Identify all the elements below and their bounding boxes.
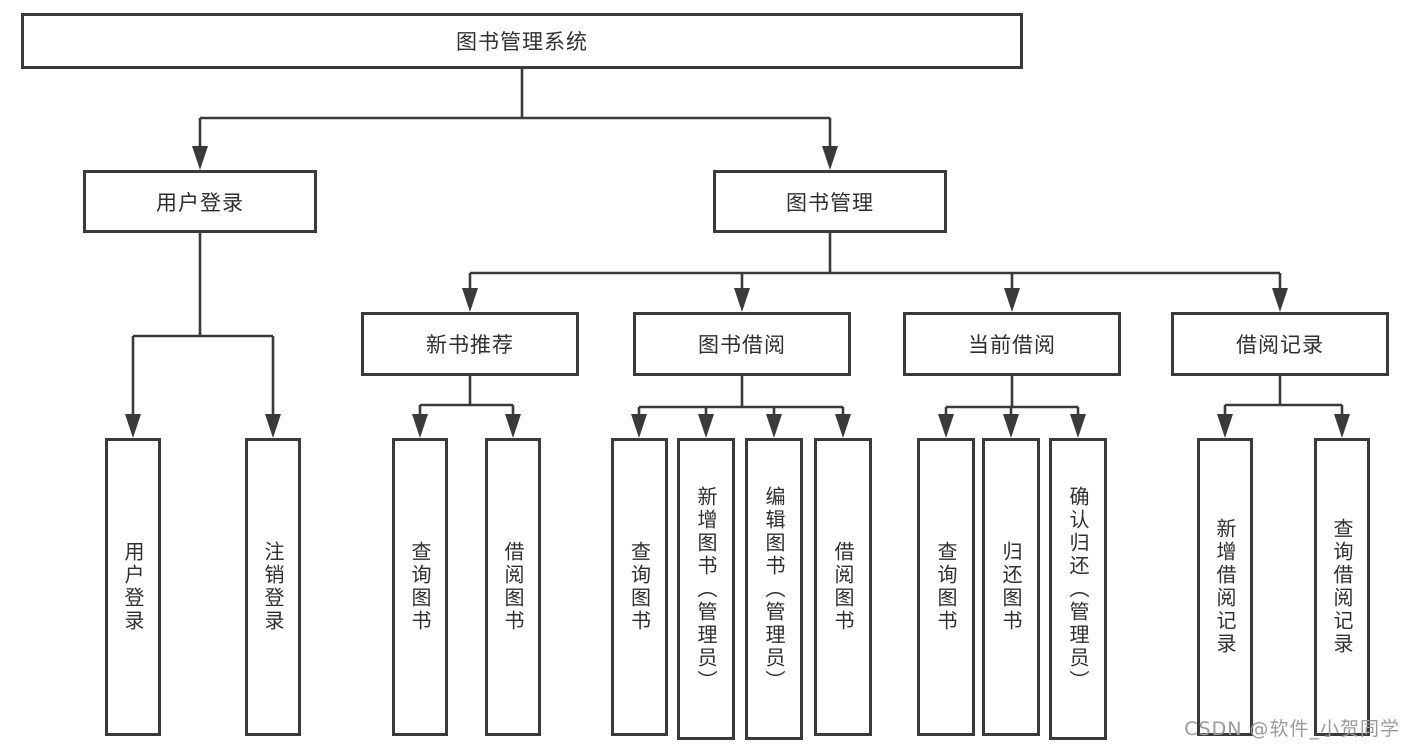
node-new-book-recommendation: 新书推荐: [361, 312, 579, 376]
node-label: 图书管理系统: [456, 30, 588, 54]
node-user-login: 用户登录: [83, 170, 317, 233]
leaf-borrow-books-recommend: 借阅图书: [485, 438, 541, 736]
leaf-return-books: 归还图书: [982, 438, 1040, 736]
node-label: 确认归还（管理员）: [1066, 485, 1090, 693]
leaf-query-books-recommend: 查询图书: [392, 438, 448, 736]
node-label: 查询图书: [408, 541, 432, 633]
leaf-logout: 注销登录: [245, 438, 301, 736]
node-borrowing-records: 借阅记录: [1171, 312, 1389, 376]
node-label: 用户登录: [156, 190, 244, 215]
node-book-management: 图书管理: [713, 170, 947, 233]
leaf-edit-books-admin: 编辑图书（管理员）: [745, 438, 803, 740]
csdn-watermark: CSDN @软件_小贺同学: [1184, 718, 1400, 740]
node-label: 新增图书（管理员）: [694, 485, 718, 693]
node-label: 当前借阅: [968, 333, 1056, 357]
node-label: 新书推荐: [426, 333, 514, 357]
leaf-add-borrow-record: 新增借阅记录: [1197, 438, 1253, 736]
node-label: 图书管理: [786, 190, 874, 215]
node-label: 查询图书: [934, 541, 958, 633]
node-label: 借阅图书: [501, 541, 525, 633]
leaf-user-login: 用户登录: [105, 438, 161, 736]
node-label: 新增借阅记录: [1213, 518, 1237, 656]
node-label: 借阅记录: [1236, 333, 1324, 357]
leaf-add-books-admin: 新增图书（管理员）: [677, 438, 735, 740]
node-library-system: 图书管理系统: [21, 13, 1023, 69]
node-label: 查询图书: [627, 541, 652, 633]
leaf-borrow-books: 借阅图书: [814, 438, 872, 736]
node-label: 借阅图书: [831, 541, 855, 633]
node-current-borrowing: 当前借阅: [903, 312, 1121, 376]
leaf-query-borrow-record: 查询借阅记录: [1314, 438, 1370, 736]
leaf-confirm-return-admin: 确认归还（管理员）: [1049, 438, 1107, 740]
node-book-borrowing: 图书借阅: [633, 312, 851, 376]
node-label: 查询借阅记录: [1330, 518, 1354, 656]
node-label: 编辑图书（管理员）: [762, 485, 786, 693]
node-label: 用户登录: [121, 541, 145, 633]
node-label: 归还图书: [999, 541, 1023, 633]
node-label: 图书借阅: [698, 333, 786, 357]
leaf-query-books-current: 查询图书: [917, 438, 975, 736]
leaf-query-books-borrow: 查询图书: [611, 438, 668, 736]
node-label: 注销登录: [261, 541, 285, 633]
